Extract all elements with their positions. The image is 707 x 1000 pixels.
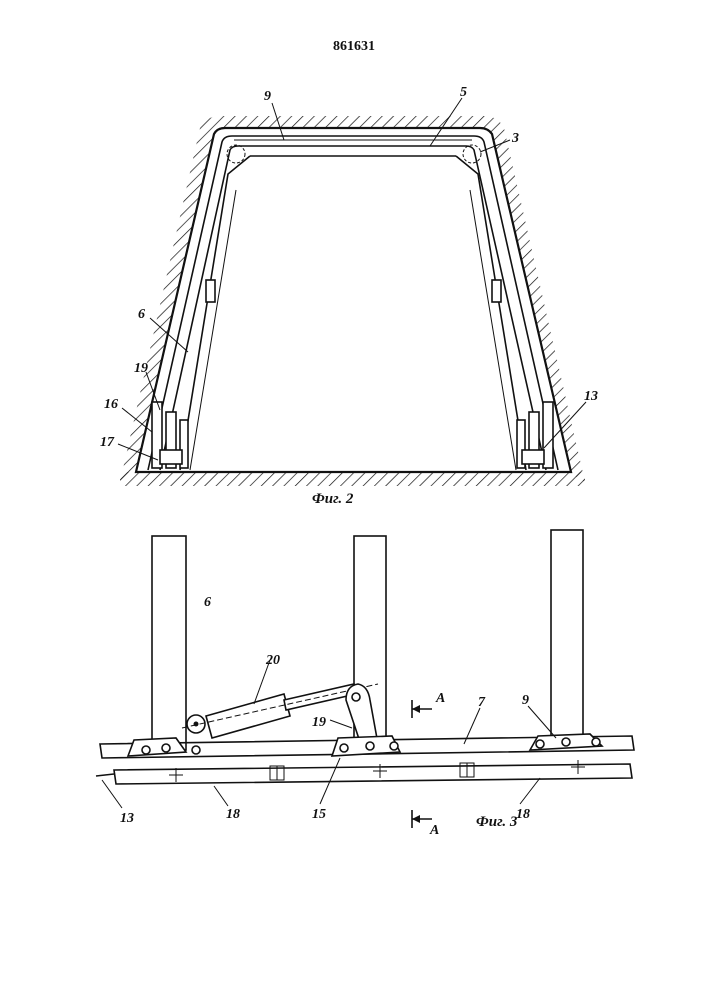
fig3-label-A-bottom: А	[429, 823, 439, 838]
patent-number: 861631	[333, 39, 375, 54]
fig2-label-17: 17	[100, 435, 115, 450]
section-marker-top	[412, 700, 432, 718]
section-marker-bottom	[412, 810, 432, 828]
bracket-left	[128, 738, 200, 756]
figure-2: 9 5 3 6 19 16 17 13 Фиг. 2	[100, 85, 598, 507]
figure-3: 6 20 19 А 7 9 13 18 15 18 А Фиг. 3	[96, 530, 634, 838]
fig3-label-9: 9	[522, 693, 529, 708]
bracket-right-9	[530, 734, 602, 750]
lever-pivot-top	[352, 693, 360, 701]
support-frame-outer	[148, 136, 558, 470]
base-assembly-right	[517, 402, 553, 468]
fig3-label-18-right: 18	[516, 807, 530, 822]
fig2-label-5: 5	[460, 85, 467, 100]
fig2-label-9: 9	[264, 89, 271, 104]
fig3-label-7: 7	[478, 695, 486, 710]
fig2-label-3: 3	[511, 131, 519, 146]
fig3-label-15: 15	[312, 807, 326, 822]
base-assembly-left	[152, 402, 188, 468]
fig3-label-20: 20	[265, 653, 280, 668]
fig3-caption: Фиг. 3	[476, 814, 518, 830]
rail-13-stub	[96, 774, 114, 776]
fig2-label-13: 13	[584, 389, 598, 404]
fig2-label-6: 6	[138, 307, 145, 322]
fig3-label-18-left: 18	[226, 807, 240, 822]
support-frame-inner	[160, 146, 546, 470]
mid-joint-right	[492, 280, 501, 302]
inner-leg-left-2	[190, 190, 236, 470]
leg-right	[551, 530, 583, 742]
floor-hatching	[120, 472, 585, 486]
fig2-label-16: 16	[104, 397, 118, 412]
rock-hatching	[120, 116, 585, 482]
leg-left	[152, 536, 186, 750]
fig3-label-6: 6	[204, 595, 211, 610]
bracket-middle-15	[332, 736, 400, 756]
fig2-label-19: 19	[134, 361, 148, 376]
fig3-label-A-top: А	[435, 691, 445, 706]
lower-rail	[114, 764, 632, 784]
fig3-label-13: 13	[120, 811, 134, 826]
mid-joint-left	[206, 280, 215, 302]
fig3-label-19: 19	[312, 715, 326, 730]
fig2-caption: Фиг. 2	[312, 491, 354, 507]
